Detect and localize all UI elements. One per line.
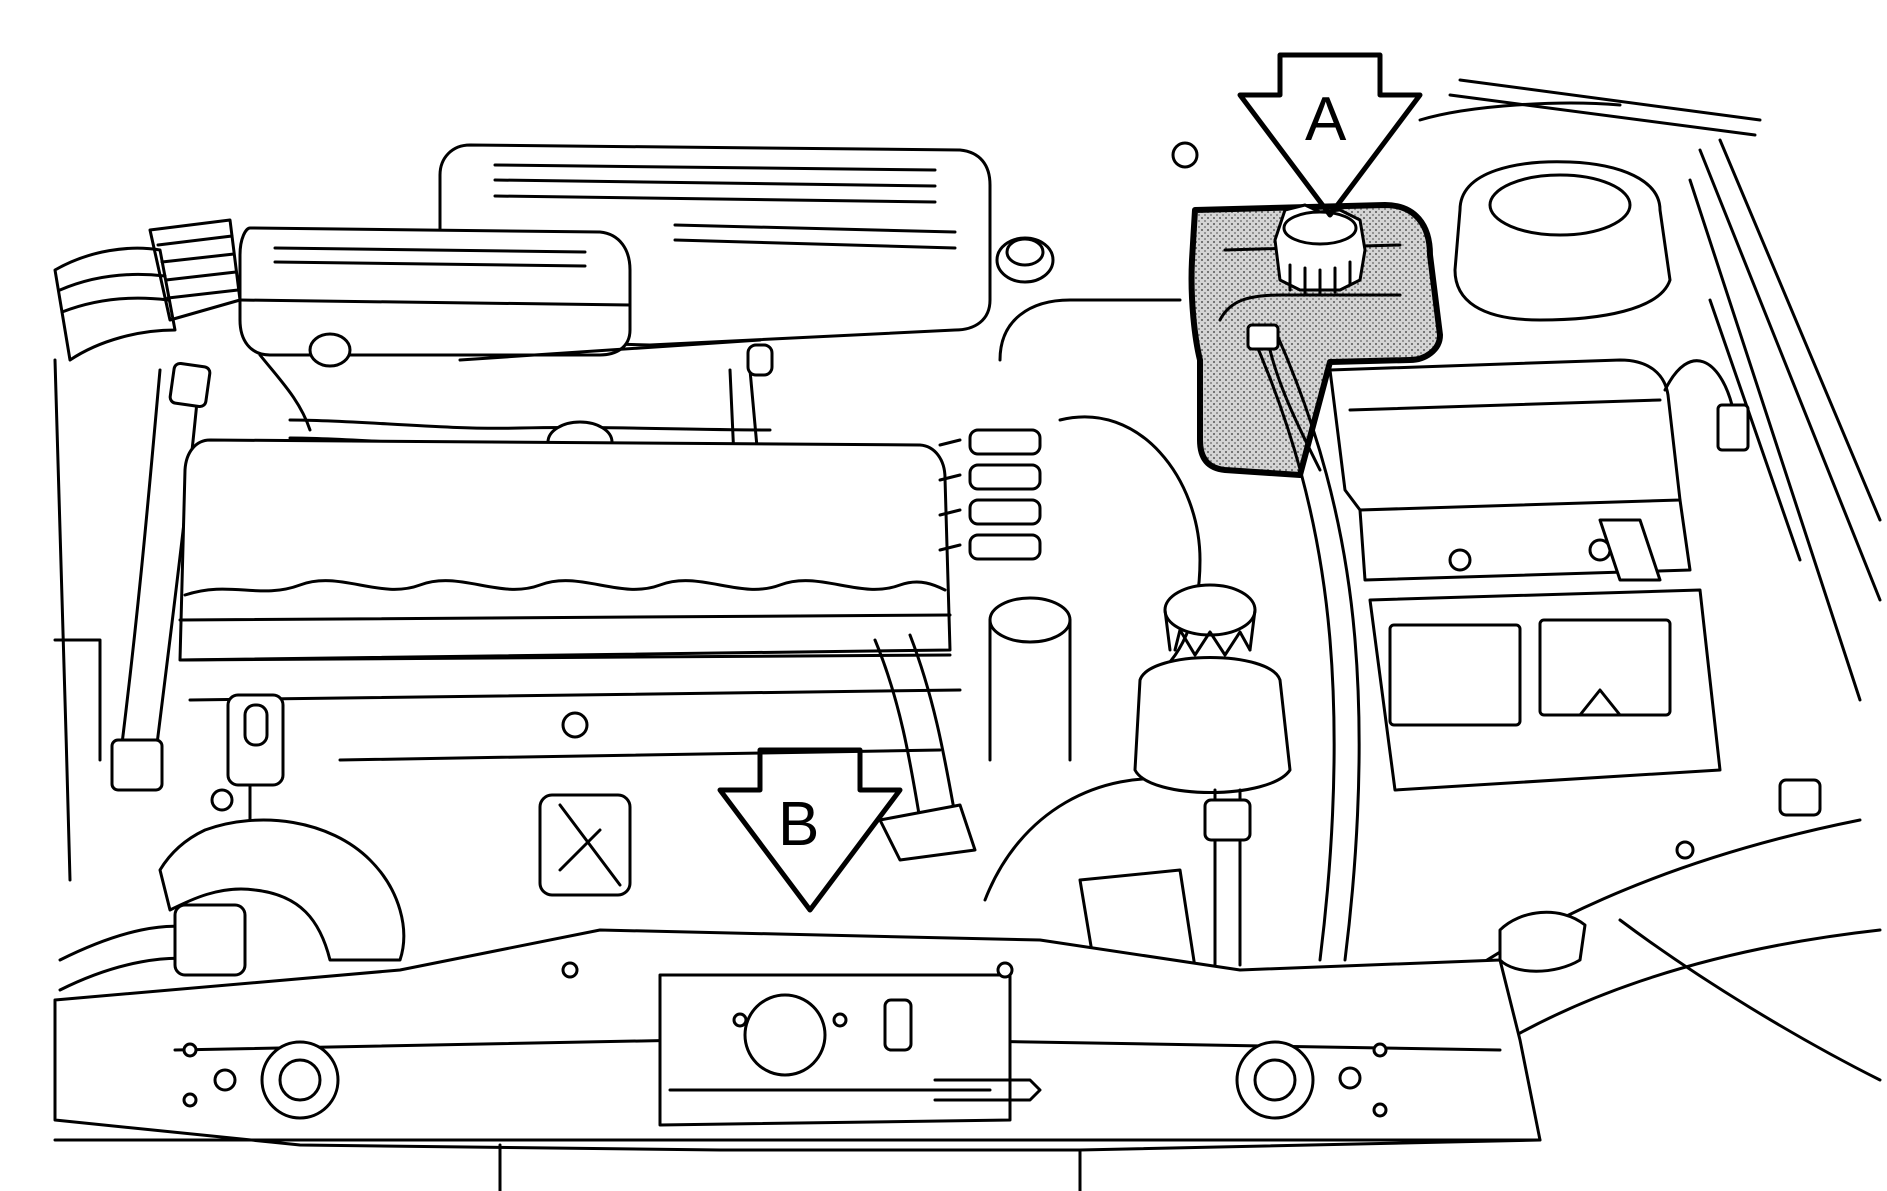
thermostat-housing bbox=[873, 596, 1072, 862]
lower-radiator-hose bbox=[58, 903, 247, 992]
air-intake-duct bbox=[53, 218, 242, 882]
engine-mount-bracket bbox=[210, 693, 285, 812]
strut-tower bbox=[1418, 78, 1882, 702]
coolant-reservoir-cap bbox=[1273, 203, 1367, 297]
engine-cover bbox=[238, 143, 992, 357]
callout-b: B bbox=[717, 747, 903, 913]
oil-filler-cap bbox=[995, 141, 1199, 284]
valve-cover bbox=[178, 438, 962, 702]
fan-shroud bbox=[983, 298, 1202, 1002]
power-steering-reservoir bbox=[1133, 583, 1292, 972]
callout-a: A bbox=[1237, 52, 1423, 218]
battery bbox=[1328, 358, 1722, 792]
relay-connector bbox=[1663, 359, 1822, 817]
upper-radiator-hose-left bbox=[110, 361, 212, 792]
coolant-hose bbox=[1246, 323, 1361, 962]
callout-a-label: A bbox=[1305, 85, 1347, 154]
ignition-leads bbox=[938, 428, 1042, 561]
radiator-support bbox=[53, 928, 1542, 1191]
callout-b-label: B bbox=[778, 790, 819, 859]
